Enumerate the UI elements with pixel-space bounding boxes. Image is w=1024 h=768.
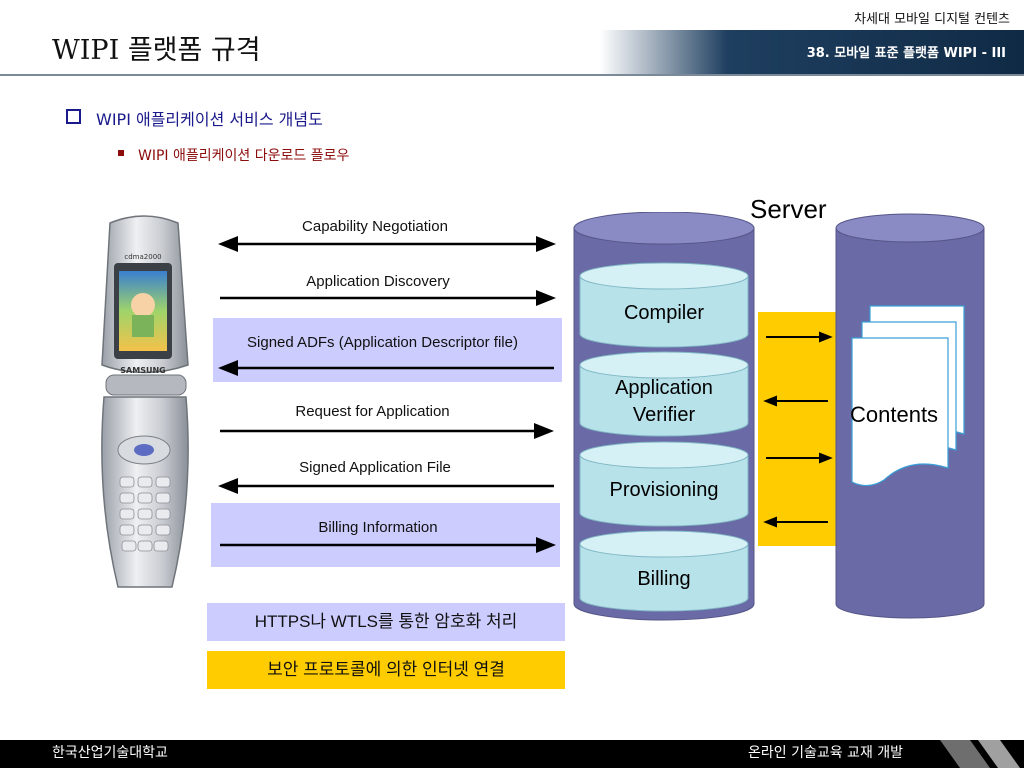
contents-label: Contents (850, 402, 939, 427)
flow-label: Request for Application (295, 403, 450, 420)
flow-label: Signed ADFs (Application Descriptor file… (247, 334, 518, 351)
flip-phone-image: cdma2000 SAMSUNG (101, 215, 189, 588)
compiler-module: Compiler (623, 302, 705, 324)
flow-label: Signed Application File (299, 459, 451, 476)
flow-label: Capability Negotiation (302, 218, 448, 235)
server-link-panel (758, 312, 836, 546)
billing-module: Billing (637, 568, 691, 590)
flow-arrows (218, 236, 556, 553)
provisioning-module: Provisioning (609, 479, 719, 501)
flow-label: Application Discovery (306, 273, 450, 290)
protocol-note: 보안 프로토콜에 의한 인터넷 연결 (207, 651, 565, 689)
signed-adfs-panel (213, 318, 562, 382)
server-label: Server (750, 194, 827, 224)
flow-label: Billing Information (318, 519, 438, 536)
contents-documents-icon (851, 305, 965, 487)
https-note: HTTPS나 WTLS를 통한 암호화 처리 (207, 603, 565, 641)
square-bullet-icon (66, 109, 81, 124)
footer-course: 온라인 기술교육 교재 개발 (748, 745, 904, 761)
footer-school: 한국산업기술대학교 (52, 745, 168, 761)
course-title: 차세대 모바일 디지털 컨텐츠 (854, 12, 1010, 27)
lesson-title: 38. 모바일 표준 플랫폼 WIPI - III (806, 46, 1006, 61)
section-heading: WIPI 애플리케이션 서비스 개념도 (96, 110, 323, 129)
footer-stripes (940, 740, 1020, 768)
header-band (600, 30, 1024, 74)
square-bullet-icon (118, 150, 124, 156)
phone-brand: SAMSUNG (120, 366, 165, 375)
page-title: WIPI 플랫폼 규격 (52, 35, 261, 66)
billing-info-panel (211, 503, 560, 567)
phone-logo: cdma2000 (124, 253, 161, 261)
server-diagram (573, 212, 985, 621)
header-divider (0, 74, 1024, 76)
footer-bar (0, 740, 1024, 768)
section-subheading: WIPI 애플리케이션 다운로드 플로우 (138, 148, 350, 164)
